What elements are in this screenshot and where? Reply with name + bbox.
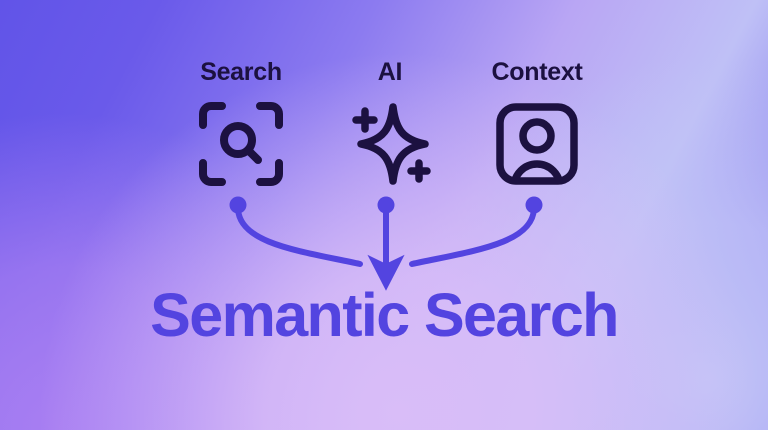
connector-dot-ai	[377, 196, 395, 214]
sparkle-ai-icon	[352, 103, 431, 185]
node-ai: AI	[345, 60, 435, 187]
scan-search-icon	[199, 102, 283, 186]
page-title: Semantic Search	[150, 281, 619, 349]
node-context: Context	[491, 58, 583, 187]
user-frame-icon	[496, 103, 578, 185]
connector-path-search	[235, 206, 363, 267]
connector-dot-search	[229, 196, 247, 214]
connector-path-context	[409, 206, 537, 267]
node-label-search: Search	[200, 58, 282, 86]
node-search: Search	[196, 60, 286, 187]
node-label-context: Context	[491, 58, 583, 86]
node-label-ai: AI	[377, 58, 403, 86]
connector-dot-context	[525, 196, 543, 214]
